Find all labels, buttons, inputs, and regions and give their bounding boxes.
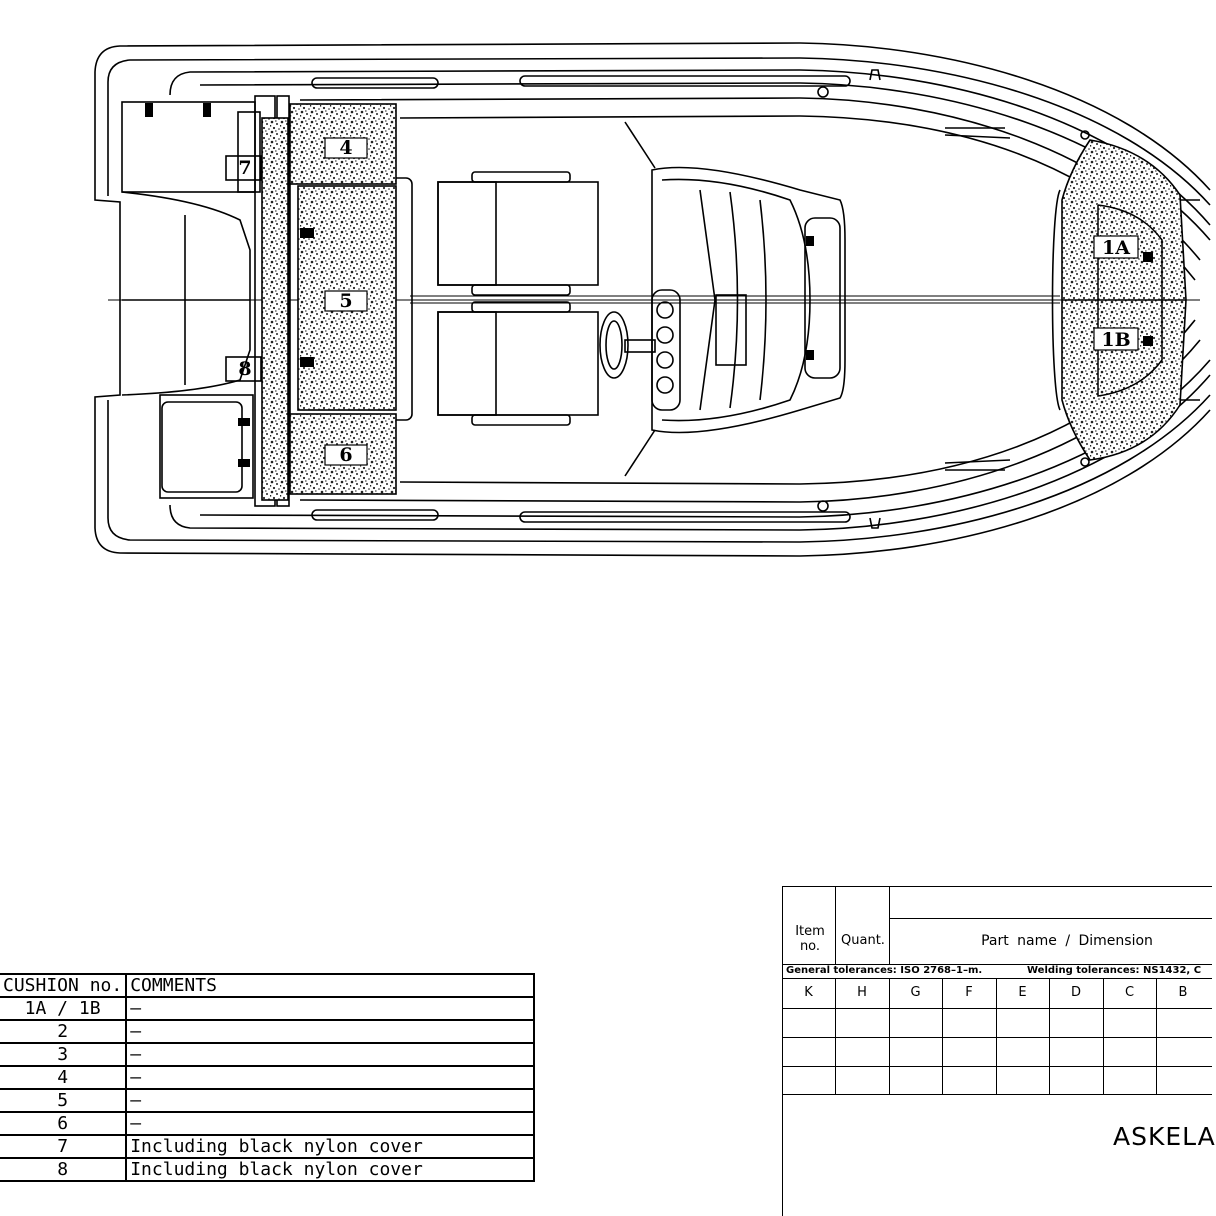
rev-col-h: H <box>857 985 867 1000</box>
cushion-labels: 4 5 6 7 8 1A 1B <box>238 137 1139 466</box>
label-cushion-7: 7 <box>238 157 251 179</box>
rev-col-g: G <box>910 985 921 1000</box>
cushion-no: 1A / 1B <box>0 996 128 1021</box>
company-name: ASKELA <box>1113 1122 1216 1151</box>
label-cushion-4: 4 <box>339 137 352 159</box>
label-cushion-1a: 1A <box>1102 237 1130 259</box>
boat-layout-drawing: 4 5 6 7 8 1A 1B <box>94 42 1211 557</box>
cushion-comment: Including black nylon cover <box>125 1134 536 1159</box>
header-comments: COMMENTS <box>125 973 536 998</box>
table-row: 1A / 1B– <box>0 996 536 1021</box>
label-cushion-1b: 1B <box>1101 329 1130 351</box>
table-row: 6– <box>0 1111 536 1136</box>
table-row: 4– <box>0 1065 536 1090</box>
cushion-comment: – <box>125 1088 536 1113</box>
cushion-7-8-strip <box>261 117 289 501</box>
rev-col-f: F <box>965 985 973 1000</box>
cushion-comment: – <box>125 1111 536 1136</box>
cushion-no: 4 <box>0 1065 128 1090</box>
general-tolerances: General tolerances: ISO 2768–1–m. <box>786 965 983 976</box>
rev-col-b: B <box>1178 985 1188 1000</box>
cushion-comment: – <box>125 1042 536 1067</box>
hull-inner-line <box>107 57 1211 206</box>
table-row: 5– <box>0 1088 536 1113</box>
welding-tolerances: Welding tolerances: NS1432, C <box>1027 965 1202 976</box>
rev-col-c: C <box>1124 985 1135 1000</box>
table-row: 3– <box>0 1042 536 1067</box>
cushion-no: 2 <box>0 1019 128 1044</box>
cushion-no: 6 <box>0 1111 128 1136</box>
table-header-row: CUSHION no. COMMENTS <box>0 973 536 998</box>
part-name-label: Part name / Dimension <box>981 933 1153 949</box>
cushion-comment: – <box>125 1065 536 1090</box>
title-block: Item no. Quant. Part name / Dimension Ge… <box>782 886 1215 1216</box>
cushion-no: 3 <box>0 1042 128 1067</box>
cushion-table: CUSHION no. COMMENTS 1A / 1B– 2– 3– 4– 5… <box>0 973 536 1182</box>
cushion-5 <box>297 185 397 411</box>
label-cushion-8: 8 <box>238 358 251 380</box>
cushion-no: 8 <box>0 1157 128 1182</box>
item-no-label: Item no. <box>795 924 825 954</box>
label-cushion-6: 6 <box>339 444 352 466</box>
quant-label: Quant. <box>841 933 885 948</box>
rev-col-d: D <box>1070 985 1081 1000</box>
cushion-comment: – <box>125 1019 536 1044</box>
cushion-no: 7 <box>0 1134 128 1159</box>
cushion-comment: – <box>125 996 536 1021</box>
cushion-no: 5 <box>0 1088 128 1113</box>
hull-outline <box>94 42 1211 557</box>
header-cushion-no: CUSHION no. <box>0 973 128 998</box>
table-row: 2– <box>0 1019 536 1044</box>
label-cushion-5: 5 <box>339 290 352 312</box>
cushion-comment: Including black nylon cover <box>125 1157 536 1182</box>
rev-col-e: E <box>1018 985 1027 1000</box>
rev-col-k: K <box>804 985 813 1000</box>
